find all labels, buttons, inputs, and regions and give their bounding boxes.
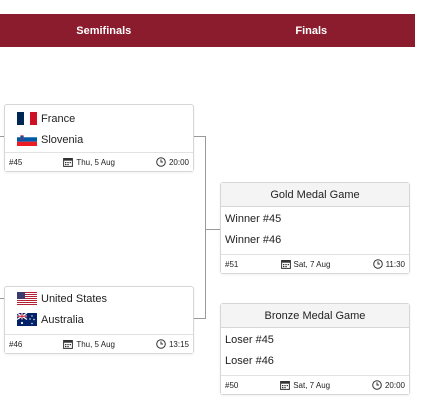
match-number: #45 bbox=[9, 157, 23, 167]
connector-sf2-stub bbox=[0, 298, 4, 299]
team-row[interactable]: Slovenia bbox=[5, 129, 193, 150]
match-number: #51 bbox=[225, 259, 239, 269]
connector-sf2-out bbox=[192, 318, 206, 319]
finals-header: Finals bbox=[295, 24, 328, 37]
calendar-icon bbox=[280, 259, 291, 269]
bronze-medal-game-card[interactable]: Bronze Medal Game Loser #45 Loser #46 #5… bbox=[220, 303, 410, 395]
calendar-icon bbox=[63, 339, 74, 349]
match-date: Thu, 5 Aug bbox=[76, 339, 116, 349]
final-match-title: Bronze Medal Game bbox=[221, 304, 409, 328]
team-name: France bbox=[41, 112, 76, 125]
connector-vertical bbox=[205, 136, 206, 319]
match-time: 20:00 bbox=[384, 380, 405, 390]
australia-flag-icon bbox=[17, 313, 37, 326]
match-date: Sat, 7 Aug bbox=[293, 380, 331, 390]
connector-sf1-stub bbox=[0, 136, 4, 137]
team-row[interactable]: Winner #45 bbox=[221, 208, 409, 229]
gold-medal-game-card[interactable]: Gold Medal Game Winner #45 Winner #46 #5… bbox=[220, 182, 410, 274]
clock-icon bbox=[156, 157, 166, 167]
usa-flag-icon bbox=[17, 292, 37, 305]
connector-to-gold bbox=[205, 229, 220, 230]
match-time: 20:00 bbox=[168, 157, 189, 167]
round-header: Semifinals Finals bbox=[0, 14, 415, 47]
match-number: #46 bbox=[9, 339, 23, 349]
clock-icon bbox=[156, 339, 166, 349]
team-row[interactable]: United States bbox=[5, 288, 193, 309]
clock-icon bbox=[372, 380, 382, 390]
team-name: Australia bbox=[41, 313, 84, 326]
semifinal-match-card[interactable]: United States Australia #46 Thu, 5 Aug 1… bbox=[4, 286, 194, 354]
france-flag-icon bbox=[17, 112, 37, 125]
team-row[interactable]: Australia bbox=[5, 309, 193, 330]
slovenia-flag-icon bbox=[17, 133, 37, 146]
team-name: United States bbox=[41, 292, 108, 305]
final-match-title: Gold Medal Game bbox=[221, 183, 409, 207]
team-row[interactable]: Loser #46 bbox=[221, 350, 409, 371]
match-time: 13:15 bbox=[168, 339, 189, 349]
clock-icon bbox=[372, 259, 383, 269]
semifinal-match-card[interactable]: France Slovenia #45 Thu, 5 Aug 20:00 bbox=[4, 104, 194, 172]
team-placeholder: Loser #46 bbox=[225, 354, 274, 367]
team-row[interactable]: France bbox=[5, 108, 193, 129]
match-info: #51 Sat, 7 Aug 11:30 bbox=[221, 254, 409, 273]
calendar-icon bbox=[63, 157, 74, 167]
team-row[interactable]: Loser #45 bbox=[221, 329, 409, 350]
match-date: Sat, 7 Aug bbox=[293, 259, 331, 269]
team-placeholder: Winner #45 bbox=[225, 212, 282, 225]
team-row[interactable]: Winner #46 bbox=[221, 229, 409, 250]
semifinals-header: Semifinals bbox=[76, 24, 132, 37]
match-date: Thu, 5 Aug bbox=[76, 157, 116, 167]
match-info: #46 Thu, 5 Aug 13:15 bbox=[5, 334, 193, 353]
calendar-icon bbox=[280, 380, 291, 390]
match-time: 11:30 bbox=[385, 259, 405, 269]
match-number: #50 bbox=[225, 380, 239, 390]
team-placeholder: Loser #45 bbox=[225, 333, 274, 346]
match-info: #45 Thu, 5 Aug 20:00 bbox=[5, 152, 193, 171]
match-info: #50 Sat, 7 Aug 20:00 bbox=[221, 375, 409, 394]
team-placeholder: Winner #46 bbox=[225, 233, 282, 246]
connector-sf1-out bbox=[192, 136, 206, 137]
team-name: Slovenia bbox=[41, 133, 84, 146]
